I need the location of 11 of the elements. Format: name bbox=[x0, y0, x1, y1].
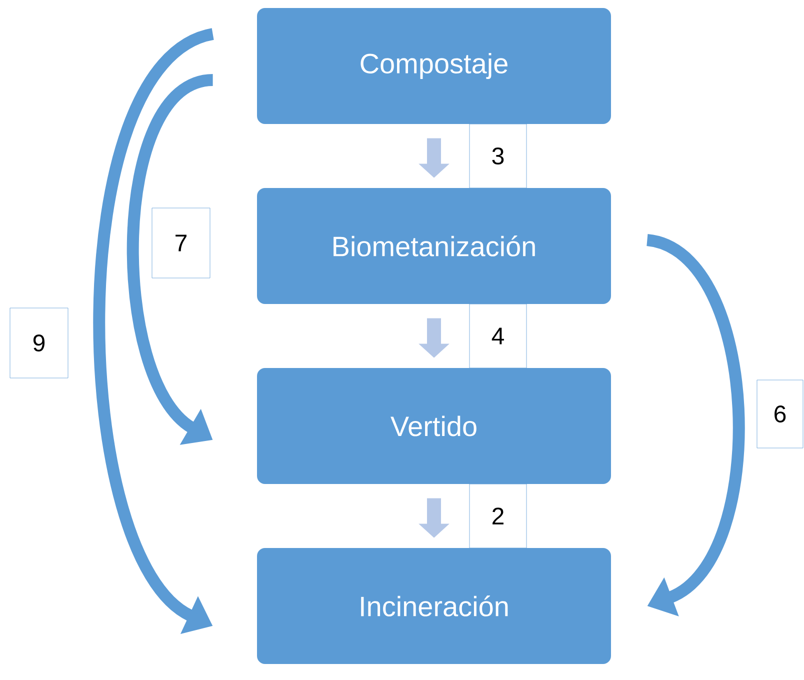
edge-label: 4 bbox=[469, 304, 527, 368]
process-box: Biometanización bbox=[257, 188, 611, 304]
process-box: Vertido bbox=[257, 368, 611, 484]
edge-label: 2 bbox=[469, 484, 527, 548]
curved-arrow bbox=[645, 234, 744, 616]
edge-label: 9 bbox=[10, 308, 68, 378]
edge-label: 3 bbox=[469, 124, 527, 188]
process-box: Incineración bbox=[257, 548, 611, 664]
edge-label: 6 bbox=[756, 380, 804, 448]
edge-label: 7 bbox=[152, 208, 210, 278]
process-box: Compostaje bbox=[257, 8, 611, 124]
